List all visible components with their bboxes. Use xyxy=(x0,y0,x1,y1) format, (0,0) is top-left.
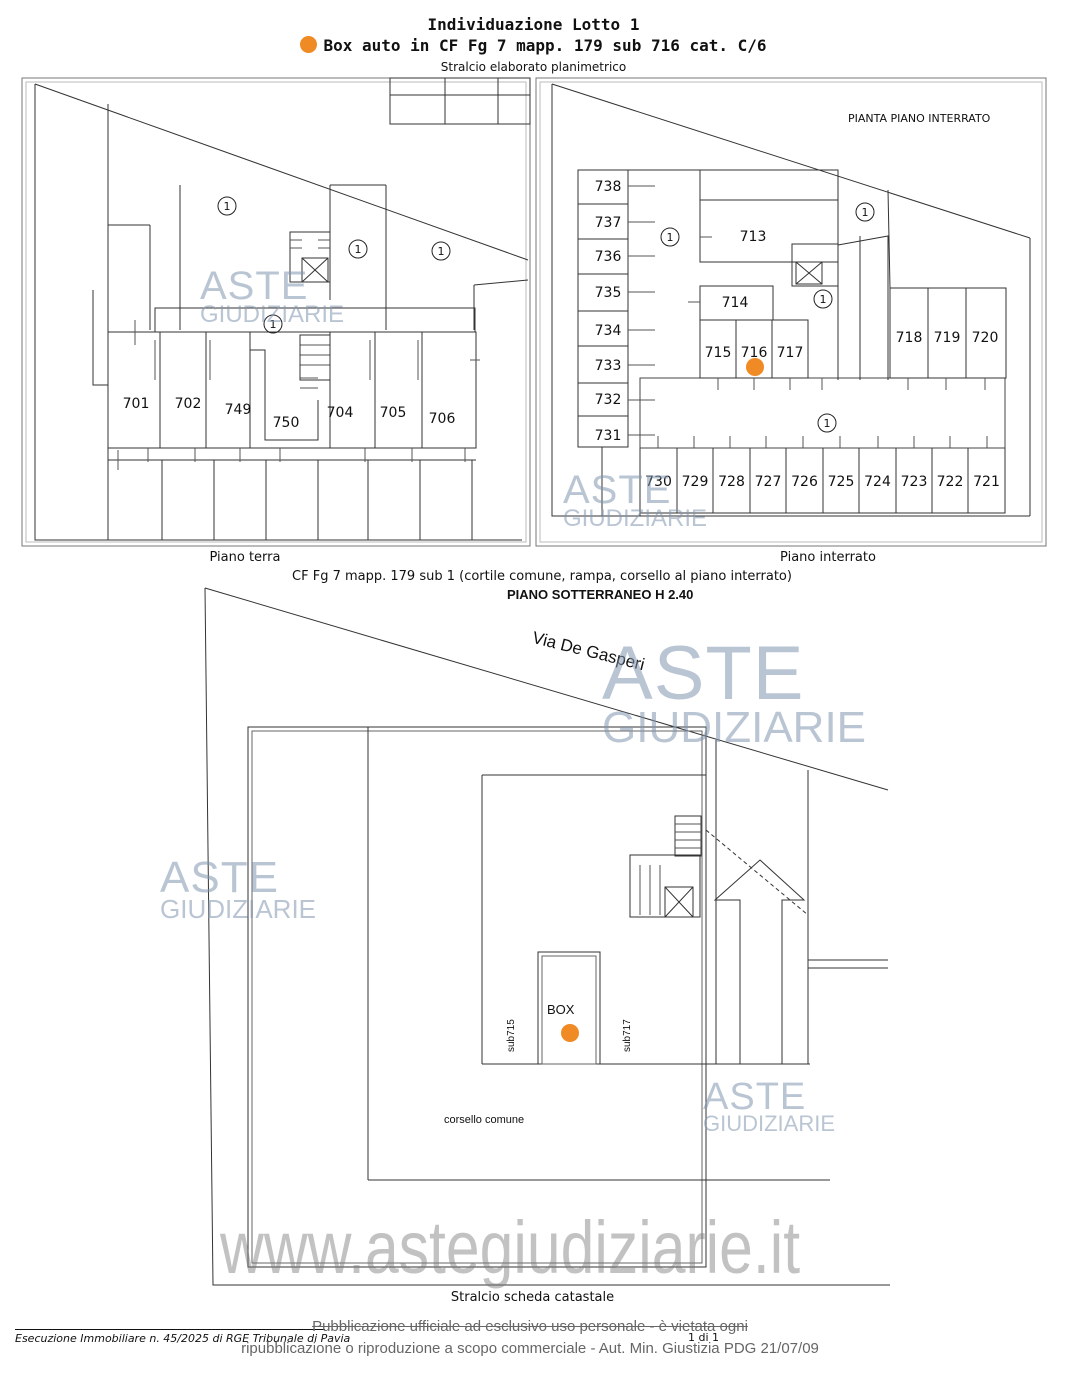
publication-notice-line1: Pubblicazione ufficiale ad esclusivo uso… xyxy=(312,1318,748,1335)
unit-label: 730 xyxy=(645,474,672,490)
unit-label: 726 xyxy=(791,474,818,490)
unit-label: 734 xyxy=(594,323,622,339)
unit-label: 701 xyxy=(122,396,150,412)
unit-label: 713 xyxy=(739,229,767,245)
footer-rule xyxy=(15,1329,325,1330)
unit-label: 736 xyxy=(594,249,622,265)
svg-text:1: 1 xyxy=(270,318,277,331)
publication-notice-line2: ripubblicazione o riproduzione a scopo c… xyxy=(241,1340,819,1357)
unit-label: 727 xyxy=(754,474,782,490)
watermark-line2: GIUDIZIARIE xyxy=(563,505,708,532)
caption-piano-terra: Piano terra xyxy=(209,550,281,565)
page-number: 1 di 1 xyxy=(688,1331,720,1344)
subtitle-text: Box auto in CF Fg 7 mapp. 179 sub 716 ca… xyxy=(323,36,767,55)
unit-label: 733 xyxy=(594,358,622,374)
unit-label: 705 xyxy=(379,405,407,421)
page-title: Individuazione Lotto 1 xyxy=(427,15,640,34)
watermark-line1: ASTE xyxy=(200,264,309,308)
caption-catastale: Stralcio scheda catastale xyxy=(450,1290,615,1305)
unit-label-716: 716 xyxy=(740,345,768,361)
unit-label: 738 xyxy=(594,179,622,195)
svg-text:1: 1 xyxy=(824,417,831,430)
unit-label: 702 xyxy=(174,396,202,412)
unit-label: 735 xyxy=(594,285,622,301)
watermark-line1: ASTE xyxy=(602,631,805,716)
orange-dot-icon xyxy=(300,36,318,53)
catastale-heading: PIANO SOTTERRANEO H 2.40 xyxy=(507,587,694,602)
watermark-line2: GIUDIZIARIE xyxy=(160,893,317,924)
unit-label: 749 xyxy=(224,402,252,418)
unit-label: 715 xyxy=(704,345,732,361)
plan-piano-terra xyxy=(21,77,531,547)
plan-catastale xyxy=(204,587,890,1286)
unit-label: 750 xyxy=(272,415,300,431)
svg-text:1: 1 xyxy=(438,245,445,258)
svg-text:1: 1 xyxy=(667,231,674,244)
unit-label: 729 xyxy=(681,474,709,490)
unit-label: 724 xyxy=(864,474,891,490)
caption-sub1: CF Fg 7 mapp. 179 sub 1 (cortile comune,… xyxy=(292,569,792,584)
svg-text:1: 1 xyxy=(224,200,231,213)
unit-label: 704 xyxy=(326,405,354,421)
unit-label: 721 xyxy=(973,474,1000,490)
box-marker xyxy=(561,1024,579,1042)
page-subtitle: Box auto in CF Fg 7 mapp. 179 sub 716 ca… xyxy=(0,36,1067,55)
watermark-site: www.astegiudiziarie.it xyxy=(220,1206,801,1289)
unit-label: 717 xyxy=(776,345,804,361)
unit-label: 706 xyxy=(428,411,456,427)
footer-case-reference: Esecuzione Immobiliare n. 45/2025 di RGE… xyxy=(15,1332,351,1345)
box-label: BOX xyxy=(547,1002,575,1017)
unit-label: 723 xyxy=(900,474,928,490)
plan-piano-interrato xyxy=(535,77,1047,547)
caption-piano-interrato: Piano interrato xyxy=(780,550,876,565)
svg-text:1: 1 xyxy=(355,243,362,256)
unit-label: 719 xyxy=(933,330,961,346)
watermark-line2: GIUDIZIARIE xyxy=(703,1111,836,1137)
svg-text:1: 1 xyxy=(862,206,869,219)
unit-label: 714 xyxy=(721,295,749,311)
watermark-line2: GIUDIZIARIE xyxy=(602,703,867,753)
corridor-label: corsello comune xyxy=(444,1114,525,1126)
unit-label: 737 xyxy=(594,215,622,231)
unit-label: 720 xyxy=(971,330,999,346)
watermark-line1: ASTE xyxy=(160,853,279,902)
unit-label: 728 xyxy=(718,474,745,490)
sub717-label: sub717 xyxy=(622,1019,633,1052)
sub715-label: sub715 xyxy=(506,1019,517,1052)
unit-label: 732 xyxy=(594,392,622,408)
unit-label: 718 xyxy=(895,330,923,346)
unit-label: 725 xyxy=(827,474,855,490)
watermark-line2: GIUDIZIARIE xyxy=(200,301,345,328)
svg-text:1: 1 xyxy=(820,293,827,306)
watermark-line1: ASTE xyxy=(703,1076,807,1118)
extract-note: Stralcio elaborato planimetrico xyxy=(440,60,627,74)
plan-heading: PIANTA PIANO INTERRATO xyxy=(848,112,991,125)
unit-label: 722 xyxy=(936,474,964,490)
sub716-marker xyxy=(746,358,764,376)
watermark-line1: ASTE xyxy=(563,468,672,512)
unit-label: 731 xyxy=(594,428,622,444)
